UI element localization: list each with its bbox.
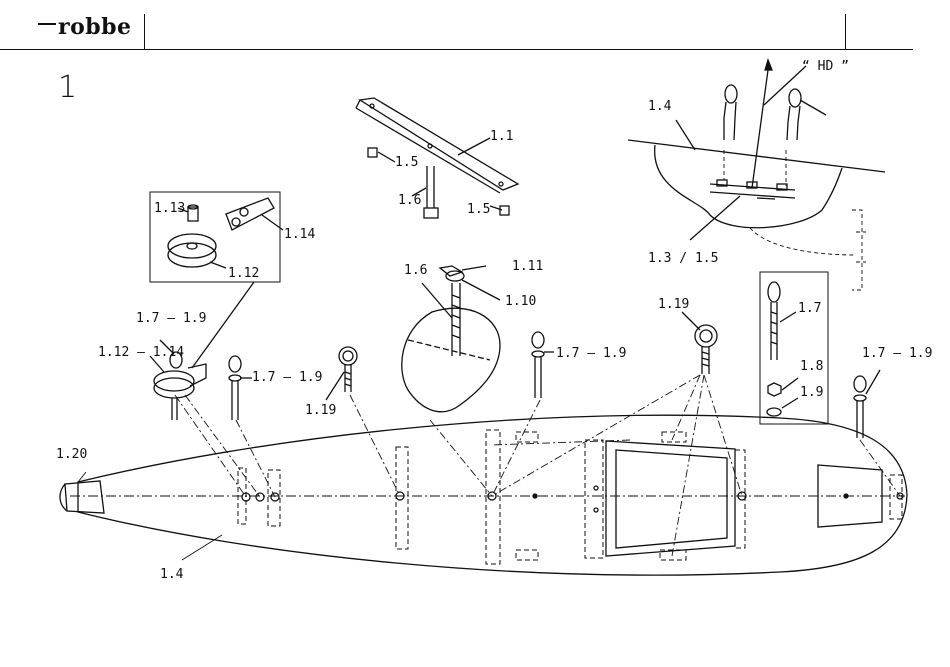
hull-body xyxy=(60,415,907,575)
label-1-4-bottom: 1.4 xyxy=(160,567,184,582)
label-1-7-1-9-center: 1.7 – 1.9 xyxy=(556,346,626,361)
pulley-box xyxy=(150,192,283,368)
label-1-7-box: 1.7 xyxy=(798,301,821,316)
label-1-9: 1.9 xyxy=(800,385,823,400)
label-1-19-b: 1.19 xyxy=(658,297,689,312)
part-eyebolt-left xyxy=(229,356,252,420)
label-1-7-1-9-left: 1.7 – 1.9 xyxy=(136,311,206,326)
leader-lines xyxy=(78,472,222,560)
label-1-4-top: 1.4 xyxy=(648,99,672,114)
part-eyebolt-right xyxy=(854,370,880,438)
label-hd: “ HD ” xyxy=(802,59,849,74)
label-1-8: 1.8 xyxy=(800,359,823,374)
label-1-10: 1.10 xyxy=(505,294,536,309)
label-1-3-1-5: 1.3 / 1.5 xyxy=(648,251,718,266)
part-eyescrew-left xyxy=(326,347,357,400)
label-1-20: 1.20 xyxy=(56,447,87,462)
label-1-1: 1.1 xyxy=(490,129,513,144)
part-ballast xyxy=(402,266,500,412)
part-plate xyxy=(356,98,518,218)
label-1-12: 1.12 xyxy=(228,266,259,281)
label-1-14: 1.14 xyxy=(284,227,315,242)
label-1-6-b: 1.6 xyxy=(404,263,427,278)
label-1-7-1-9-right: 1.7 – 1.9 xyxy=(862,346,932,361)
label-1-19-a: 1.19 xyxy=(305,403,336,418)
bolt-box xyxy=(760,272,828,424)
label-1-6-a: 1.6 xyxy=(398,193,421,208)
label-1-5-a: 1.5 xyxy=(395,155,418,170)
part-eyescrew-right xyxy=(682,312,717,374)
label-1-13: 1.13 xyxy=(154,201,185,216)
label-1-7-1-9-mid: 1.7 – 1.9 xyxy=(252,370,322,385)
labels: “ HD ” 1.4 1.3 / 1.5 1.1 1.5 1.6 1.5 1.1… xyxy=(56,59,932,582)
label-1-5-b: 1.5 xyxy=(467,202,490,217)
label-1-12-1-14: 1.12 – 1.14 xyxy=(98,345,184,360)
part-eyebolt-center xyxy=(532,332,554,398)
label-1-11: 1.11 xyxy=(512,259,543,274)
